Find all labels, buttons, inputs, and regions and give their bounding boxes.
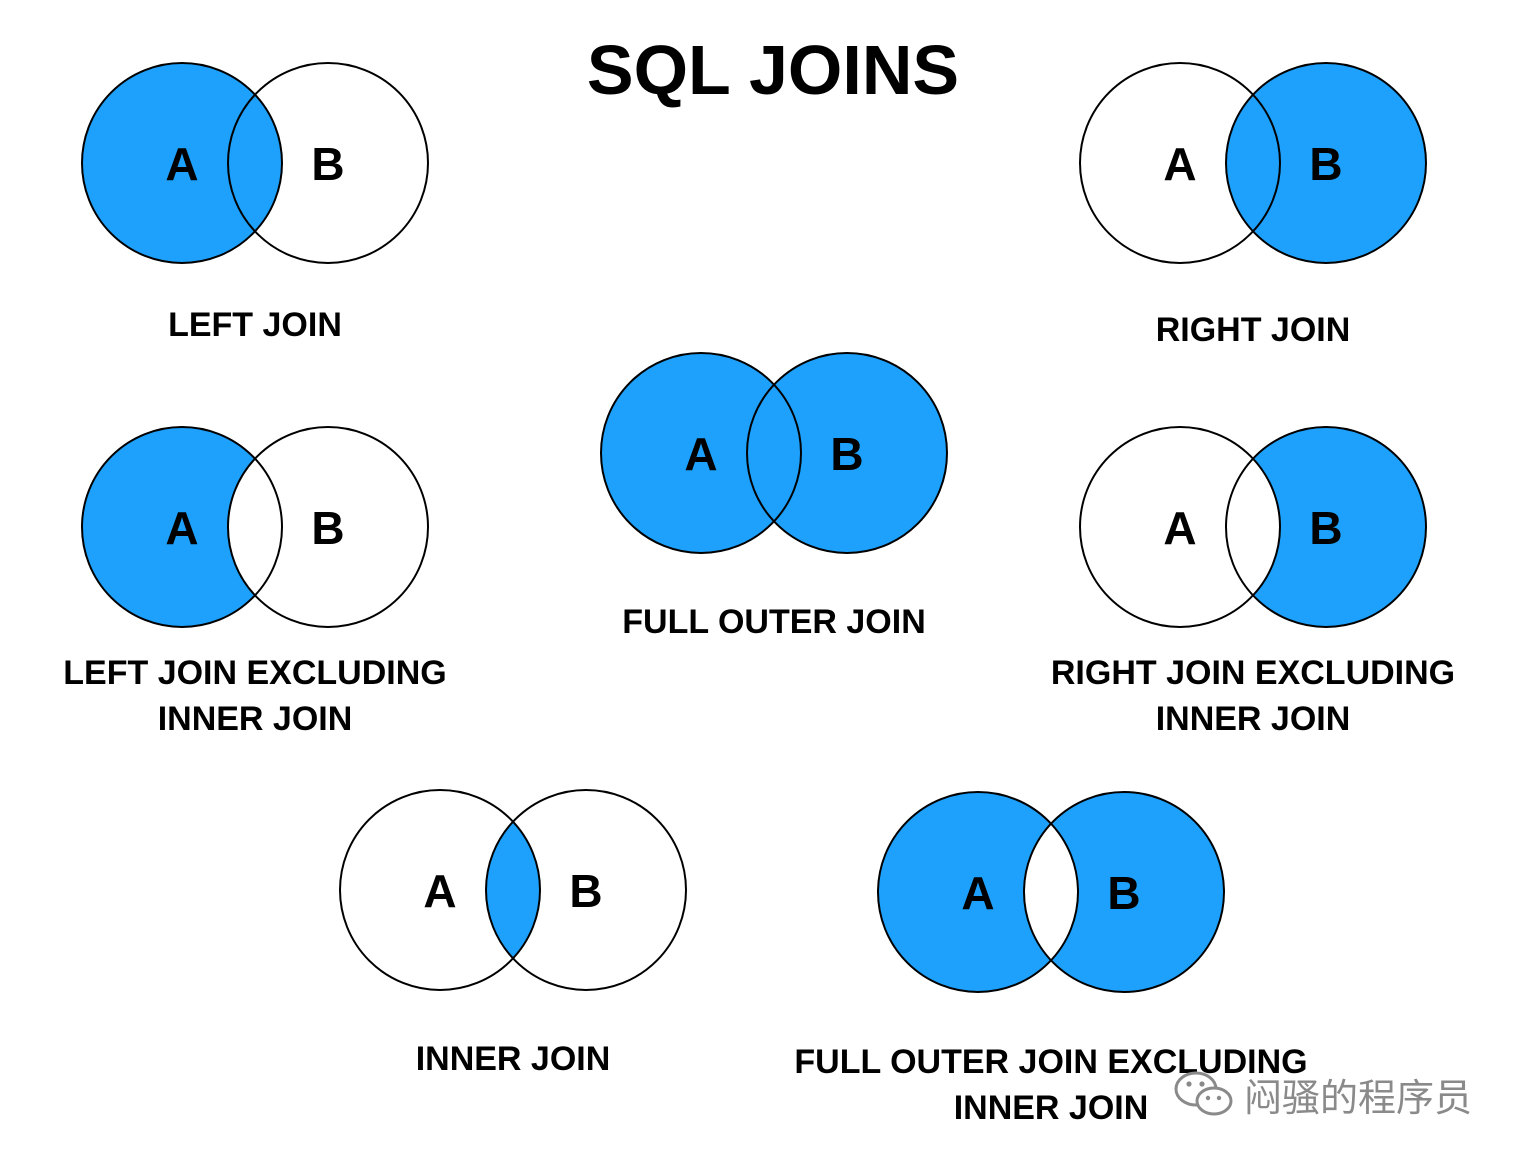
wechat-icon (1174, 1071, 1233, 1116)
set-label-a: A (961, 867, 994, 919)
set-label-b: B (569, 865, 602, 917)
circle-b (227, 426, 429, 628)
circle-a (1079, 426, 1281, 628)
set-label-b: B (311, 502, 344, 554)
circle-b (227, 62, 429, 264)
circle-b (485, 789, 687, 991)
set-label-a: A (165, 138, 198, 190)
set-label-a: A (165, 502, 198, 554)
label-full-outer-join: FULL OUTER JOIN (622, 603, 926, 641)
shaded-region (1226, 63, 1426, 263)
circle-a (339, 789, 541, 991)
set-label-b: B (830, 428, 863, 480)
set-label-a: A (423, 865, 456, 917)
set-label-b: B (1107, 867, 1140, 919)
shaded-region (747, 353, 947, 553)
label-left-join: LEFT JOIN (168, 306, 342, 344)
circle-a (81, 62, 283, 264)
set-label-a: A (1163, 502, 1196, 554)
set-label-b: B (1309, 502, 1342, 554)
shaded-region (82, 427, 282, 627)
set-label-b: B (1309, 138, 1342, 190)
set-label-a: A (1163, 138, 1196, 190)
shaded-region (82, 63, 282, 263)
circle-a (1079, 62, 1281, 264)
set-label-a: A (684, 428, 717, 480)
circle-b (1023, 791, 1225, 993)
circle-b (1225, 62, 1427, 264)
watermark-text: 闷骚的程序员 (1244, 1075, 1473, 1120)
label-right-join-excluding-inner: RIGHT JOIN EXCLUDING INNER JOIN (1050, 654, 1456, 738)
circle-b (1225, 426, 1427, 628)
label-right-join: RIGHT JOIN (1155, 311, 1351, 349)
label-inner-join: INNER JOIN (415, 1040, 611, 1078)
shaded-region (878, 792, 1224, 992)
circle-a (877, 791, 1079, 993)
circle-b (746, 352, 948, 554)
shaded-region (1226, 427, 1426, 627)
set-label-b: B (311, 138, 344, 190)
circle-a (81, 426, 283, 628)
watermark: 闷骚的程序员 (1172, 1066, 1472, 1122)
label-left-join-excluding-inner: LEFT JOIN EXCLUDING INNER JOIN (63, 654, 447, 738)
label-full-outer-join-excluding-inner: FULL OUTER JOIN EXCLUDING INNER JOIN (794, 1043, 1308, 1127)
shaded-region (601, 353, 801, 553)
page-title: SQL JOINS (586, 31, 960, 109)
circle-a (600, 352, 802, 554)
